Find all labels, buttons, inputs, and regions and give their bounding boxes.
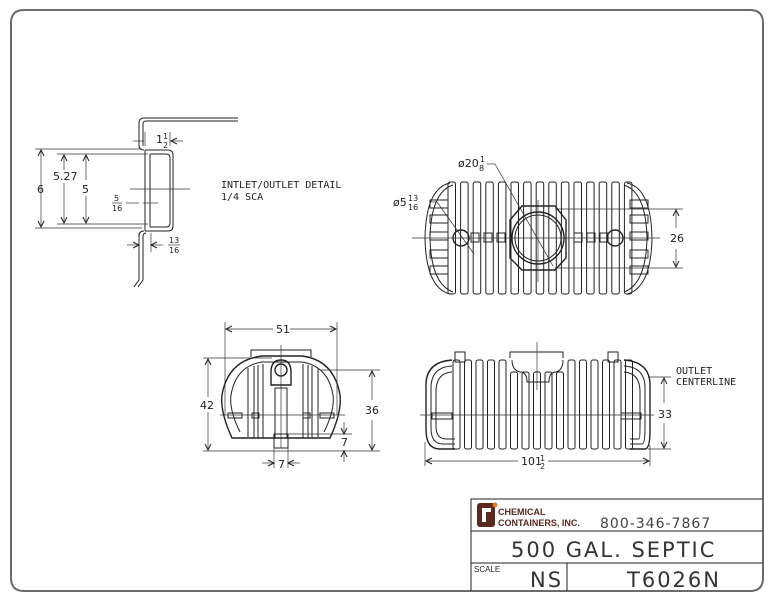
dim-1-half-num: 1 xyxy=(163,132,168,141)
foot-height-dim: 7 xyxy=(341,436,348,449)
end-stub xyxy=(429,214,449,224)
dim-1-half-whole: 1 xyxy=(156,133,163,146)
company-name-line2: CONTAINERS, INC. xyxy=(498,518,580,528)
port-diameter-den: 16 xyxy=(408,203,418,212)
side-rib xyxy=(567,359,576,450)
side-rib xyxy=(498,359,507,450)
detail-title: INTLET/OUTLET DETAIL xyxy=(221,180,341,191)
end-inner-height-dim: 36 xyxy=(365,404,379,417)
dim-5-16-num: 5 xyxy=(114,194,119,203)
foot-width-dim: 7 xyxy=(278,458,285,471)
end-stub xyxy=(629,199,649,209)
side-length-num: 1 xyxy=(540,454,545,463)
manway-diameter-num: 1 xyxy=(480,155,485,164)
part-number: T6026N xyxy=(626,568,721,592)
detail-scale: 1/4 SCA xyxy=(221,192,263,203)
company-name-line1: CHEMICAL xyxy=(498,507,546,517)
outlet-height-dim: 33 xyxy=(658,408,672,421)
end-stub xyxy=(629,231,649,241)
end-stub xyxy=(629,265,649,275)
dim-13-16-den: 16 xyxy=(169,246,179,255)
scale-label: SCALE xyxy=(474,565,500,574)
side-rib xyxy=(521,371,530,450)
dim-6: 6 xyxy=(37,183,44,196)
side-rib xyxy=(602,359,610,450)
side-rib xyxy=(533,371,541,450)
end-stub xyxy=(629,214,649,224)
port-diameter: ø5 xyxy=(393,196,407,209)
manway-diameter-den: 8 xyxy=(479,164,484,173)
title-block xyxy=(470,498,763,591)
side-rib xyxy=(556,371,564,450)
side-rib xyxy=(625,359,633,450)
side-rib xyxy=(510,371,518,450)
company-logo xyxy=(477,502,498,527)
side-rib xyxy=(544,371,553,450)
end-stub xyxy=(429,231,449,241)
top-width-dim: 26 xyxy=(670,232,684,245)
side-rib xyxy=(452,359,461,450)
outlet-label-2: CENTERLINE xyxy=(676,377,736,388)
side-length-dim: 101 xyxy=(521,455,542,468)
sheet-frame xyxy=(10,9,764,592)
end-stub xyxy=(429,249,449,259)
dim-5: 5 xyxy=(82,183,89,196)
side-rib xyxy=(579,359,587,450)
scale-value: NS xyxy=(530,568,563,592)
product-title: 500 GAL. SEPTIC xyxy=(511,538,716,562)
outlet-label-1: OUTLET xyxy=(676,366,712,377)
side-length-den: 2 xyxy=(540,462,545,471)
side-rib xyxy=(590,359,599,450)
side-view xyxy=(420,342,671,466)
side-rib xyxy=(464,359,472,450)
dim-1-half-den: 2 xyxy=(163,141,168,150)
end-view xyxy=(203,322,380,468)
dim-5-27: 5.27 xyxy=(53,170,78,183)
side-rib xyxy=(487,359,495,450)
dim-13-16-num: 13 xyxy=(169,236,179,245)
port-diameter-num: 13 xyxy=(408,194,418,203)
side-rib xyxy=(475,359,484,450)
side-lug xyxy=(607,351,619,363)
side-lug xyxy=(454,351,466,363)
dim-5-16-den: 16 xyxy=(112,204,122,213)
manway-diameter: ø20 xyxy=(458,157,479,170)
end-stub xyxy=(429,199,449,209)
end-stub xyxy=(629,249,649,259)
end-width-dim: 51 xyxy=(276,323,290,336)
end-height-dim: 42 xyxy=(200,399,214,412)
top-view xyxy=(412,163,683,295)
end-stub xyxy=(429,265,449,275)
inlet-outlet-detail: 6 5.27 5 5 16 1 1 2 13 16 xyxy=(35,117,238,288)
side-rib xyxy=(613,359,622,450)
company-phone: 800-346-7867 xyxy=(600,516,711,532)
